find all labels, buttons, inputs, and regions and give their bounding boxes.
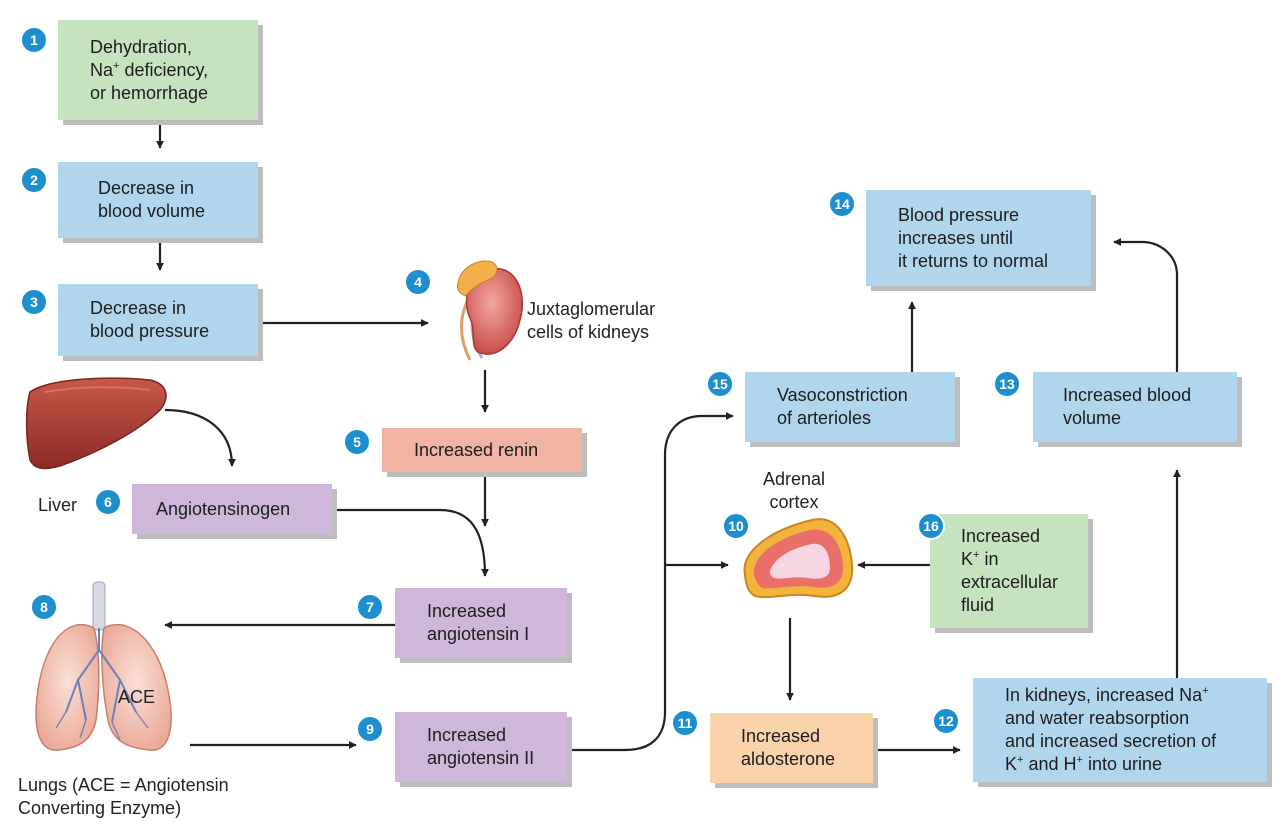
step-badge-13: 13 [993, 370, 1021, 398]
step-badge-8: 8 [30, 593, 58, 621]
step-badge-7: 7 [356, 593, 384, 621]
step-badge-2: 2 [20, 166, 48, 194]
box-kidney-reabsorption: In kidneys, increased Na+ and water reab… [973, 678, 1267, 782]
step-badge-3: 3 [20, 288, 48, 316]
step-badge-9: 9 [356, 715, 384, 743]
label-juxtaglomerular: Juxtaglomerular cells of kidneys [527, 299, 656, 342]
step-badge-16: 16 [917, 512, 945, 540]
box-blood-pressure-normal: Blood pressure increases until it return… [866, 190, 1091, 286]
box-increased-blood-volume: Increased blood volume [1033, 372, 1237, 442]
step-badge-12: 12 [932, 707, 960, 735]
step-badge-1: 1 [20, 26, 48, 54]
box-increased-renin: Increased renin [382, 428, 582, 472]
box-increased-potassium: Increased K+ in extracellular fluid [930, 514, 1088, 628]
box-decrease-blood-volume: Decrease in blood volume [58, 162, 258, 238]
step-badge-14: 14 [828, 190, 856, 218]
box-vasoconstriction: Vasoconstriction of arterioles [745, 372, 955, 442]
adrenal-cortex-icon [743, 518, 854, 599]
step-badge-6: 6 [94, 488, 122, 516]
box-decrease-blood-pressure: Decrease in blood pressure [58, 284, 258, 356]
step-badge-4: 4 [404, 268, 432, 296]
arrow-liver-6 [164, 408, 236, 467]
liver-icon [25, 377, 167, 470]
kidney-icon [457, 260, 524, 361]
arrow-13-14 [1113, 238, 1179, 372]
box-angiotensinogen: Angiotensinogen [132, 484, 332, 534]
step-badge-15: 15 [706, 370, 734, 398]
arrow-6-7 [333, 508, 489, 577]
box-increased-angiotensin-i: Increased angiotensin I [395, 588, 567, 658]
box-increased-aldosterone: Increased aldosterone [710, 713, 873, 783]
step-badge-10: 10 [722, 512, 750, 540]
arrow-9-15 [565, 412, 734, 752]
step-badge-5: 5 [343, 428, 371, 456]
label-adrenal-cortex: Adrenal cortex [762, 469, 826, 512]
lungs-icon [35, 581, 172, 751]
label-liver: Liver [38, 495, 78, 515]
label-lungs-caption: Lungs (ACE = Angiotensin Converting Enzy… [18, 775, 229, 818]
box-increased-angiotensin-ii: Increased angiotensin II [395, 712, 567, 782]
label-ace: ACE [118, 687, 156, 707]
box-dehydration: Dehydration, Na+ deficiency, or hemorrha… [58, 20, 258, 120]
step-badge-11: 11 [671, 709, 699, 737]
